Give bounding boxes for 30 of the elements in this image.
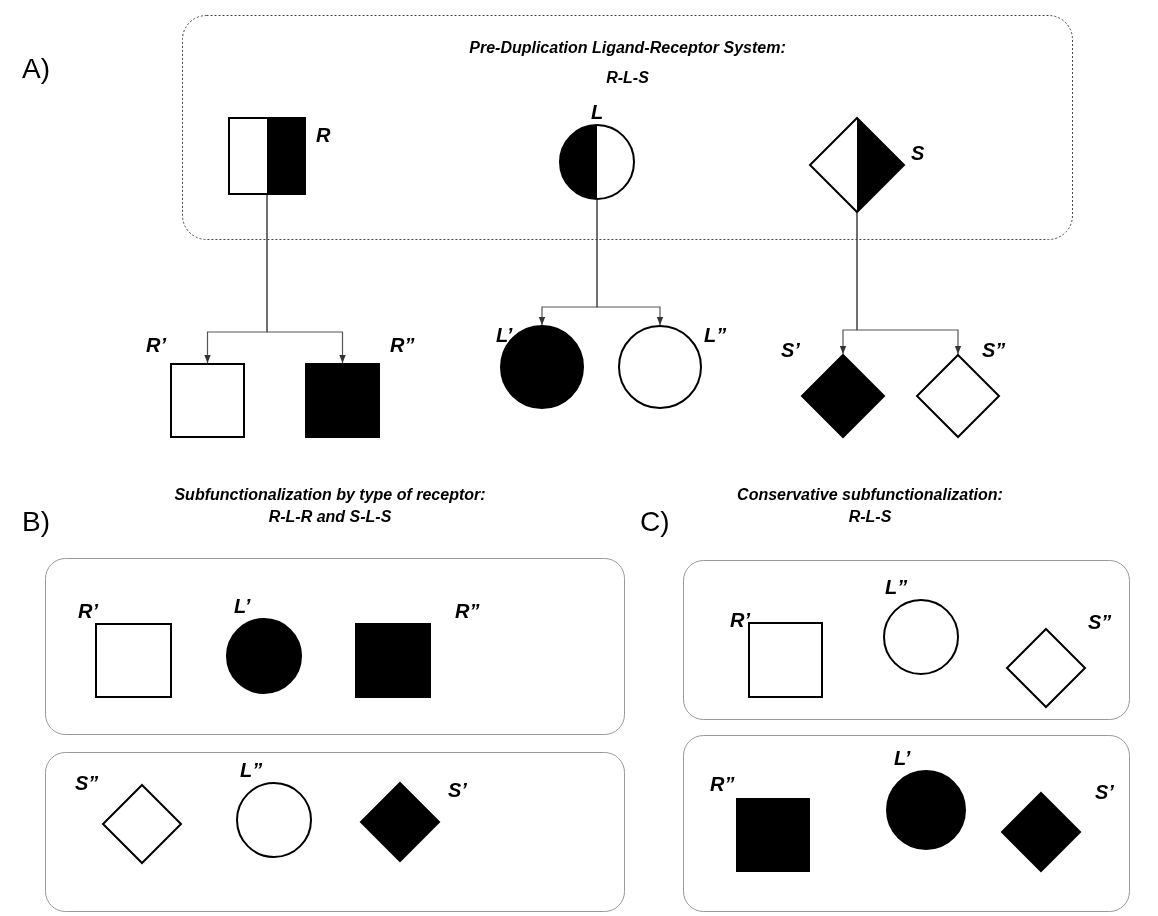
shape-label: L’ xyxy=(496,325,513,345)
shape-label: L’ xyxy=(894,748,911,768)
shape-label: R” xyxy=(710,774,735,794)
shape-label: S’ xyxy=(781,340,800,360)
panel-title: Pre-Duplication Ligand-Receptor System: R-L-S xyxy=(468,38,787,88)
section-title: Conservative subfunctionalization: R-L-S xyxy=(736,485,1004,527)
shape-label: L xyxy=(591,102,604,122)
shape-label: L” xyxy=(240,760,263,780)
section-title: Subfunctionalization by type of receptor: R-L-R and S-L-S xyxy=(173,485,487,527)
shape-label: R” xyxy=(455,601,480,621)
shape-label: R xyxy=(316,125,331,145)
shape-label: R’ xyxy=(78,601,98,621)
panel-letter: A) xyxy=(22,55,50,83)
panel-letter: C) xyxy=(640,508,670,536)
shape-label: S’ xyxy=(448,780,467,800)
shape-label: S” xyxy=(1088,612,1112,632)
shape-label: R” xyxy=(390,335,415,355)
arrow xyxy=(596,199,664,326)
shape-label: S’ xyxy=(1095,782,1114,802)
shape-label: L” xyxy=(704,325,727,345)
arrow xyxy=(266,194,346,364)
shape-label: S” xyxy=(982,340,1006,360)
shape-label: S” xyxy=(75,773,99,793)
shape-label: R’ xyxy=(730,610,750,630)
shape-label: L’ xyxy=(234,596,251,616)
shape-label: L” xyxy=(885,577,908,597)
shape-label: S xyxy=(911,143,925,163)
shape-label: R’ xyxy=(146,335,166,355)
arrow xyxy=(856,212,962,355)
panel-letter: B) xyxy=(22,508,50,536)
